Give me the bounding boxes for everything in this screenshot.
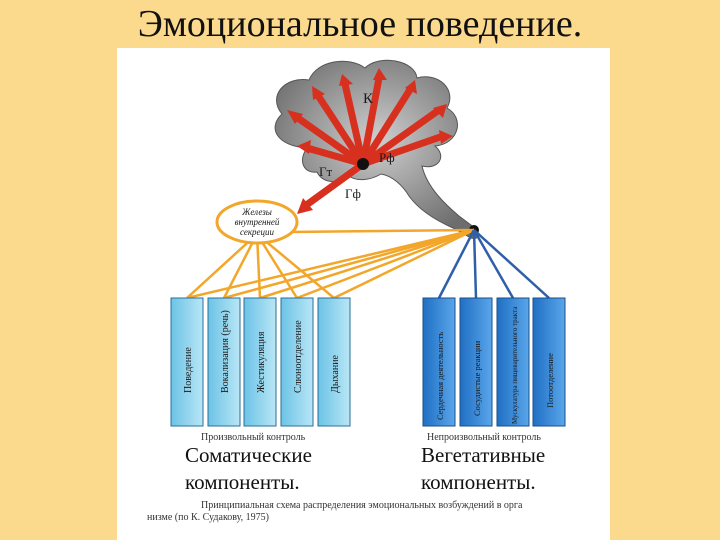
box-breathing: [317, 297, 351, 427]
somatic-label-1: Вокализация (речь): [220, 310, 231, 393]
somatic-lines: [186, 228, 475, 300]
somatic-control-caption: Произвольный контроль: [201, 432, 306, 443]
somatic-caption-line-1: Соматические: [185, 443, 312, 467]
vegetative-label-3: Потоотделение: [545, 353, 555, 408]
somatic-label-2: Жестикуляция: [256, 331, 267, 393]
slide-title: Эмоциональное поведение.: [137, 3, 583, 45]
label-k: К: [363, 91, 374, 107]
excitation-arrows: [291, 74, 447, 210]
diagram-svg: К Рф Гт Гф Железы: [170, 59, 566, 427]
vegetative-label-0: Сердечная деятельность: [435, 332, 445, 420]
somatic-caption: Соматические компоненты.: [185, 442, 312, 496]
gland-ellipse: [215, 199, 299, 245]
vegetative-label-2: Мускулатура пищеварительного тракта: [511, 306, 519, 424]
somatic-label-0: Поведение: [183, 347, 194, 393]
somatic-label-4: Дыхание: [330, 354, 341, 393]
box-gesticulation: [243, 297, 277, 427]
box-vocalization: [207, 297, 241, 427]
vegetative-label-1: Сосудистые реакции: [472, 340, 482, 416]
label-gt: Гт: [319, 164, 333, 179]
diagram-panel: К Рф Гт Гф Железы: [117, 48, 610, 540]
gland-line-1: Железы: [241, 207, 272, 217]
box-salivation: [280, 297, 314, 427]
vegetative-control-caption: Непроизвольный контроль: [427, 432, 541, 443]
vegetative-lines: [437, 229, 550, 299]
vegetative-boxes: Сердечная деятельность Сосудистые реакци…: [422, 297, 566, 427]
somatic-label-3: Слюноотделение: [293, 320, 304, 393]
somatic-boxes: Поведение Вокализация (речь) Жестикуляци…: [170, 297, 351, 427]
label-gf: Гф: [345, 186, 361, 201]
vegetative-caption-line-2: компоненты.: [421, 470, 536, 494]
figure-caption-2: низме (по К. Судакову, 1975): [147, 512, 270, 523]
box-behavior: [170, 297, 204, 427]
gland-line-3: секреции: [240, 227, 275, 237]
box-digestive: [496, 297, 530, 427]
arrow-heads: [287, 68, 453, 214]
box-vascular: [459, 297, 493, 427]
somatic-caption-line-2: компоненты.: [185, 470, 300, 494]
vegetative-caption-line-1: Вегетативные: [421, 443, 546, 467]
box-cardiac: [422, 297, 456, 427]
central-node: [357, 158, 369, 170]
gland-line-2: внутренней: [235, 217, 280, 227]
figure-caption-1: Принципиальная схема распределения эмоци…: [201, 500, 523, 511]
box-sweating: [532, 297, 566, 427]
label-rf: Рф: [379, 150, 395, 165]
vegetative-caption: Вегетативные компоненты.: [421, 442, 545, 496]
